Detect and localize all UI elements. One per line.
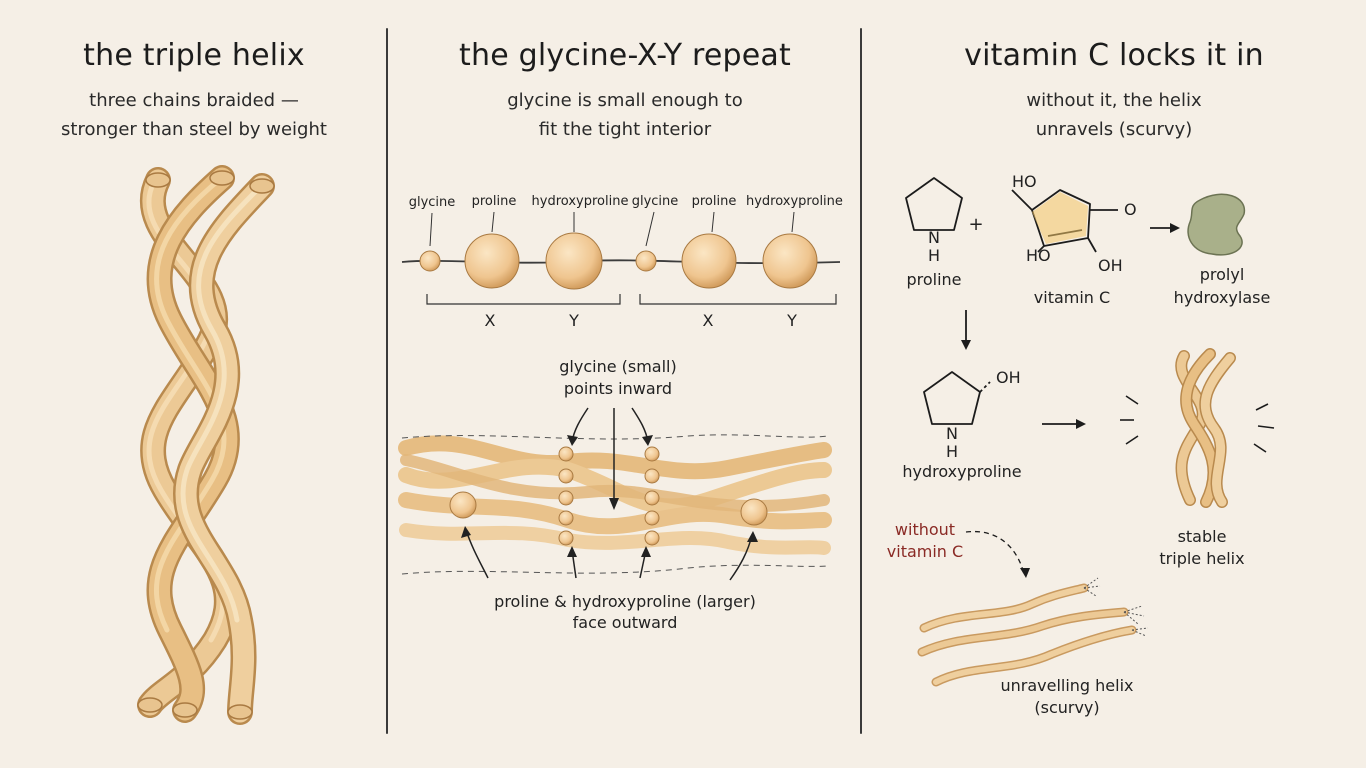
panel-subtitle-line2: fit the tight interior: [538, 119, 712, 140]
panel-subtitle-line1: without it, the helix: [1026, 90, 1202, 111]
panel-subtitle-line2: stronger than steel by weight: [61, 119, 327, 140]
residue-label-glycine: glycine: [408, 195, 456, 210]
panel-title: vitamin C locks it in: [964, 38, 1264, 73]
residue-label-hydroxyproline: hydroxyproline: [746, 194, 843, 209]
stable-helix-label-line2: triple helix: [1159, 549, 1245, 568]
unravel-label-line2: (scurvy): [1034, 698, 1100, 717]
bracket-label-x: X: [484, 311, 496, 330]
vitc-atom-oh: OH: [1098, 256, 1123, 275]
without-vitc-label-line2: vitamin C: [886, 542, 964, 561]
residue-label-proline: proline: [691, 194, 737, 209]
bracket-label-y: Y: [569, 311, 579, 330]
glycine-note-line1: glycine (small): [559, 357, 677, 376]
proline-atom-h: H: [928, 246, 941, 265]
proline-label: proline: [906, 270, 962, 289]
bracket-label-y: Y: [787, 311, 797, 330]
vitc-atom-ho-bottom: HO: [1026, 246, 1051, 265]
panel-title: the glycine-X-Y repeat: [459, 38, 791, 73]
hyp-atom-h: H: [946, 442, 959, 461]
triple-helix-illustration: [137, 165, 275, 725]
residue-label-proline: proline: [471, 194, 517, 209]
residue-label-glycine: glycine: [631, 194, 679, 209]
divider-right: [860, 28, 862, 734]
panel-subtitle-line1: three chains braided —: [89, 90, 299, 111]
without-vitc-label-line1: without: [894, 520, 956, 539]
outer-note-line2: face outward: [572, 613, 678, 632]
proline-ring: [905, 177, 963, 231]
plus-sign: +: [968, 214, 984, 235]
proline-atom-n: N: [928, 228, 940, 247]
vitc-atom-ho-top: HO: [1012, 172, 1037, 191]
panel-vitamin-c: vitamin C locks it in without it, the he…: [862, 0, 1366, 768]
glycine-note-line2: points inward: [563, 379, 673, 398]
divider-left: [386, 28, 388, 734]
hydroxyproline-label: hydroxyproline: [902, 462, 1022, 481]
residue-chain-illustration: [398, 211, 841, 581]
enzyme-label-line1: prolyl: [1199, 265, 1245, 284]
bracket-label-x: X: [702, 311, 714, 330]
panel-triple-helix: the triple helix three chains braided — …: [0, 0, 388, 768]
hyp-atom-oh: OH: [996, 368, 1021, 387]
residue-label-hydroxyproline: hydroxyproline: [531, 194, 629, 209]
panel-subtitle-line2: unravels (scurvy): [1035, 119, 1193, 140]
enzyme-label-line2: hydroxylase: [1173, 288, 1271, 307]
vitc-atom-o: O: [1124, 200, 1137, 219]
panel-subtitle-line1: glycine is small enough to: [507, 90, 743, 111]
unravel-label-line1: unravelling helix: [1000, 676, 1134, 695]
outer-note-line1: proline & hydroxyproline (larger): [494, 592, 756, 611]
vitamin-c-label: vitamin C: [1033, 288, 1111, 307]
panel-gly-x-y-repeat: the glycine-X-Y repeat glycine is small …: [388, 0, 862, 768]
hyp-atom-n: N: [946, 424, 958, 443]
panel-title: the triple helix: [83, 38, 305, 73]
stable-helix-label-line1: stable: [1177, 527, 1227, 546]
vitamin-c-reaction-illustration: [905, 177, 1275, 687]
